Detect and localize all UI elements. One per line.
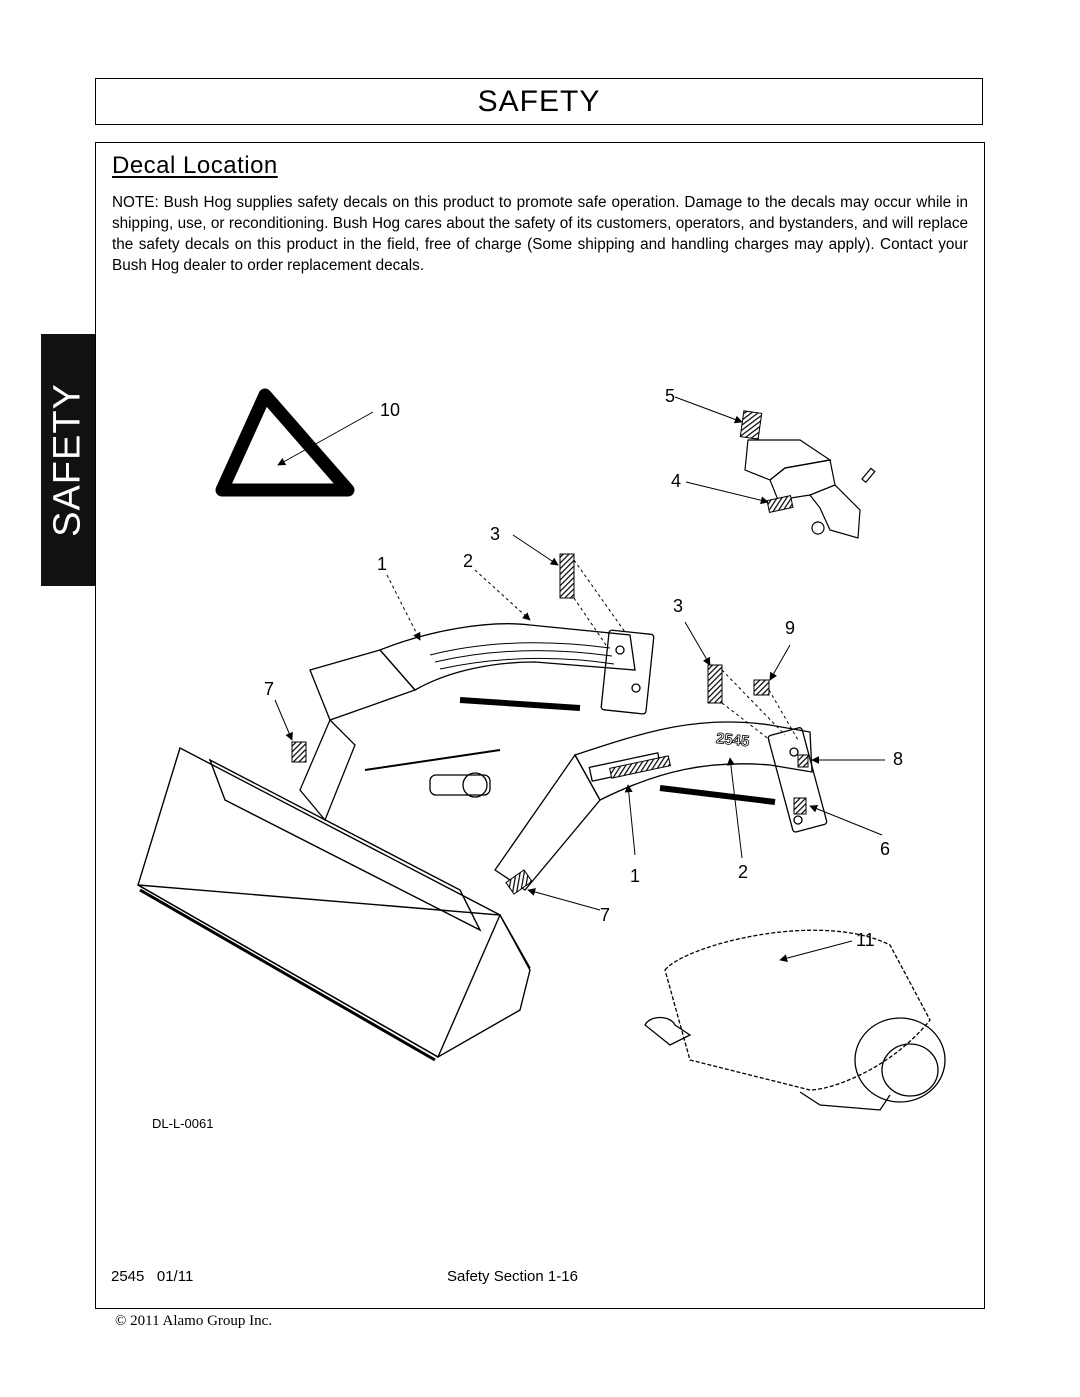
decal-7-left [291,741,307,763]
callout-3-right: 3 [673,596,683,616]
content-box [95,142,985,1309]
decal-8 [797,754,809,768]
decal-7-right [505,869,533,895]
decal-location-diagram: 2545 10 5 4 3 1 2 3 9 7 8 [137,386,946,1131]
decal-1-right [609,755,671,779]
arm-model-label: 2545 [715,730,750,750]
callout-5: 5 [665,386,675,406]
pump-motor [644,929,946,1111]
callout-3-upper: 3 [490,524,500,544]
callout-2-left: 2 [463,551,473,571]
callout-1-left: 1 [377,554,387,574]
page-title: SAFETY [477,84,601,118]
callout-2-right: 2 [738,862,748,882]
callout-6: 6 [880,839,890,859]
decal-3-left [559,553,575,599]
decal-9 [753,679,770,696]
callout-11: 11 [856,930,875,950]
copyright: © 2011 Alamo Group Inc. [115,1313,273,1329]
section-title: Decal Location [112,152,278,179]
footer-section-page: Safety Section 1-16 [447,1268,578,1285]
bucket [137,746,531,1062]
page-header: SAFETY [95,78,983,125]
decal-3-right [707,664,723,704]
callout-10: 10 [380,400,400,420]
drawing-id: DL-L-0061 [152,1116,213,1131]
footer-model-date: 2545 01/11 [111,1268,194,1285]
decal-5 [739,410,763,440]
callout-7-left: 7 [264,679,274,699]
loader-frame [299,623,828,891]
leader-lines [274,396,885,963]
callout-8: 8 [893,749,903,769]
callout-9: 9 [785,618,795,638]
decal-6 [793,797,807,815]
callout-7-right: 7 [600,905,610,925]
decal-4 [766,495,794,513]
bracket-part [744,439,876,539]
note-paragraph: NOTE: Bush Hog supplies safety decals on… [112,194,968,274]
side-tab: SAFETY [41,334,95,586]
callout-4: 4 [671,471,681,491]
side-tab-label: SAFETY [46,383,89,537]
smv-emblem [215,388,355,497]
callout-1-right: 1 [630,866,640,886]
